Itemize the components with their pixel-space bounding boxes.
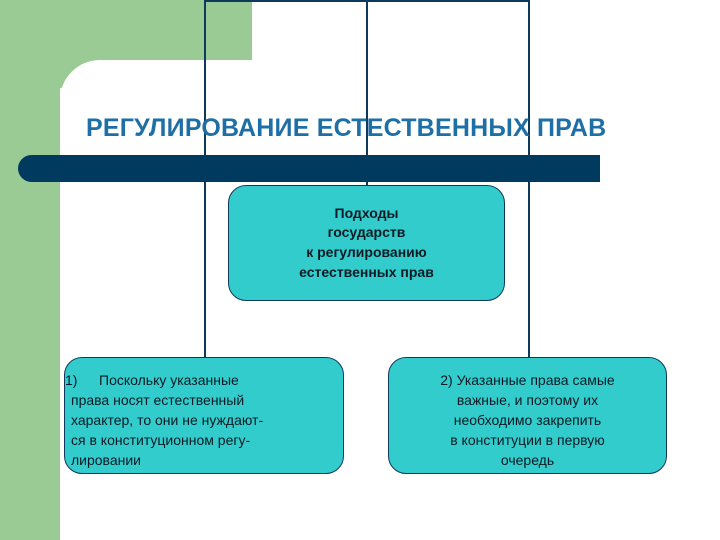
approaches-box: Подходы государств к регулированию естес… <box>228 185 505 301</box>
list-item-first-line: 1) Поскольку указанные <box>65 370 343 390</box>
first-approach-box: 1) Поскольку указанные права носят естес… <box>64 357 344 474</box>
list-number: 1) <box>65 372 78 388</box>
slide-title: РЕГУЛИРОВАНИЕ ЕСТЕСТВЕННЫХ ПРАВ <box>86 114 607 142</box>
grid-line-middle <box>366 0 368 186</box>
first-approach-text: права носят естественный характер, то он… <box>71 392 264 469</box>
green-accent-strip <box>0 0 60 540</box>
second-approach-box: 2) Указанные права самые важные, и поэто… <box>388 357 667 474</box>
title-underline-bar <box>18 155 600 182</box>
first-line-text: Поскольку указанные <box>99 372 239 388</box>
